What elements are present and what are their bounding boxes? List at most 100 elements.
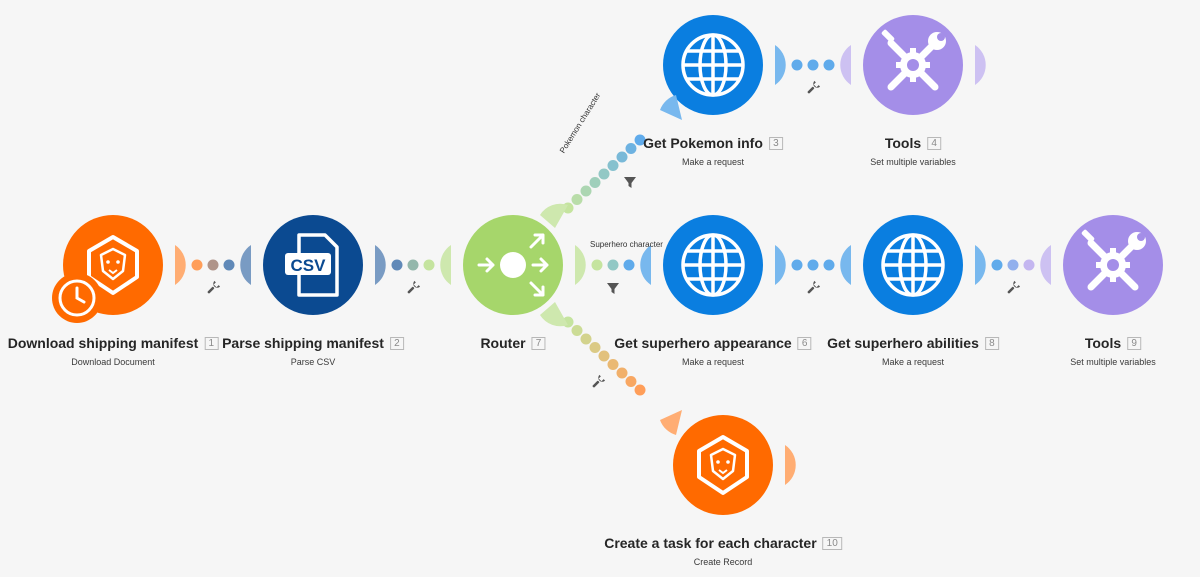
module-csv[interactable]: CSV [240,215,386,315]
filter-icon[interactable] [607,283,619,294]
module-task[interactable] [673,415,796,515]
connector-dot [589,177,601,188]
module-subtitle: Set multiple variables [1070,357,1156,367]
module-title: Create a task for each character [604,535,817,551]
connector-dot [1007,259,1019,271]
input-handle[interactable] [840,45,851,85]
connector-dot [823,59,835,71]
route-pokemon-tools[interactable] [791,59,835,71]
module-appearance[interactable] [640,215,786,315]
module-label-tools9[interactable]: Tools 9 Set multiple variables [1070,335,1156,367]
connector-dot [589,342,601,353]
module-title: Get superhero appearance [614,335,792,351]
output-handle[interactable] [775,45,786,85]
globe-icon [881,233,945,297]
schedule-clock-icon[interactable] [52,273,102,323]
route-router-pokemon[interactable] [562,134,646,214]
wrench-icon[interactable] [590,374,606,390]
tools-icon [1081,229,1146,291]
output-handle[interactable] [975,245,986,285]
module-router[interactable] [440,215,586,315]
connector-dot [580,333,592,345]
module-number: 4 [927,136,942,150]
connector-dot [598,168,610,180]
connector-dot [423,259,435,271]
route-csv-router[interactable] [391,259,435,271]
route-router-appearance[interactable] [591,259,635,271]
connector-dot [191,259,203,271]
connector-dot [634,384,646,396]
output-handle[interactable] [785,445,796,485]
output-handle[interactable] [975,45,986,85]
tools-icon [881,29,946,91]
connector-dot [823,259,835,271]
wrench-icon[interactable] [805,80,821,96]
module-circle[interactable] [673,415,773,515]
module-tools4[interactable] [840,15,986,115]
module-pokemon[interactable] [663,15,786,115]
module-subtitle: Download Document [71,357,155,367]
route-label-superhero[interactable]: Superhero character [590,240,663,249]
module-title: Parse shipping manifest [222,335,384,351]
module-label-pokemon[interactable]: Get Pokemon info 3 Make a request [643,135,783,167]
module-title: Get Pokemon info [643,135,763,151]
wrench-icon[interactable] [1005,280,1021,296]
input-handle[interactable] [1040,245,1051,285]
module-number: 9 [1127,336,1142,350]
connector-dot [607,259,619,271]
router-branch-handle[interactable] [540,203,568,228]
module-abilities[interactable] [840,215,986,315]
connector-dot [625,376,637,387]
input-handle[interactable] [640,245,651,285]
connector-dot [607,160,619,171]
module-number: 8 [984,336,999,350]
csv-file-icon: CSV [285,233,339,297]
route-router-task[interactable] [562,316,646,396]
route-download-csv[interactable] [191,259,235,271]
input-handle[interactable] [440,245,451,285]
wrench-icon[interactable] [205,280,221,296]
wrench-icon[interactable] [405,280,421,296]
svg-text:CSV: CSV [291,256,327,275]
wrench-icon[interactable] [805,280,821,296]
module-title: Tools [884,135,922,151]
output-handle[interactable] [175,245,186,285]
connector-dot [598,350,610,362]
router-branch-handle[interactable] [540,302,568,327]
route-abilities-tools[interactable] [991,259,1035,271]
lion-icon [697,435,749,495]
module-label-tools4[interactable]: Tools 4 Set multiple variables [870,135,956,167]
output-handle[interactable] [775,245,786,285]
connector-dot [616,151,628,163]
module-subtitle: Make a request [681,157,745,167]
module-tools9[interactable] [1040,215,1163,315]
output-handle[interactable] [575,245,586,285]
globe-icon [681,233,745,297]
input-handle[interactable] [660,410,682,435]
globe-icon [681,33,745,97]
route-appearance-abilities[interactable] [791,259,835,271]
input-handle[interactable] [840,245,851,285]
module-number: 6 [797,336,812,350]
filter-icon[interactable] [624,177,636,188]
connector-dot [634,134,646,146]
module-subtitle: Set multiple variables [870,157,956,167]
output-handle[interactable] [375,245,386,285]
module-subtitle: Parse CSV [290,357,336,367]
module-title: Download shipping manifest [7,335,199,351]
input-handle[interactable] [240,245,251,285]
connector-dot [625,143,637,154]
module-number: 3 [768,136,783,150]
connector-dot [571,325,583,336]
input-handle[interactable] [660,95,682,120]
connector-dot [591,259,603,271]
module-title: Router [480,335,526,351]
connector-dot [207,259,219,271]
module-title: Tools [1084,335,1122,351]
